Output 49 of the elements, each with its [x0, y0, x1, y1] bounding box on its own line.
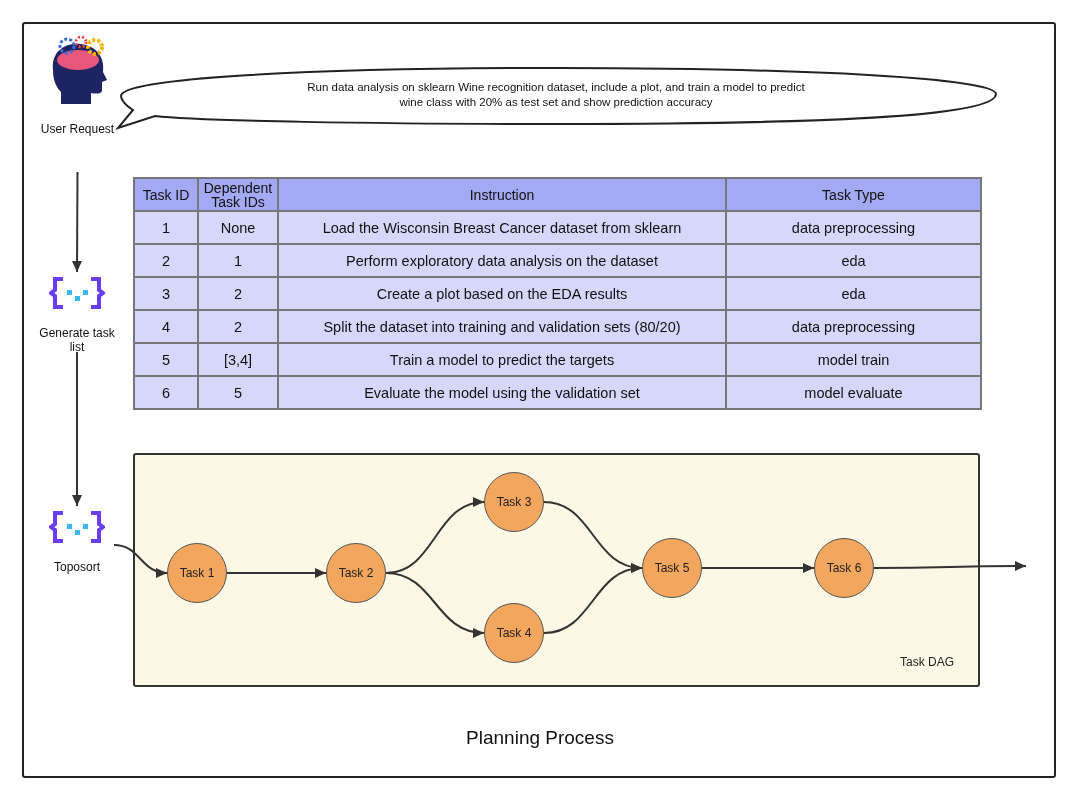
- header-cell: Instruction: [278, 178, 726, 211]
- arrow: [385, 572, 485, 637]
- table-cell: 2: [198, 310, 278, 343]
- table-cell: Perform exploratory data analysis on the dataset: [278, 244, 726, 277]
- dag-panel: [133, 453, 980, 687]
- table-cell: model train: [726, 343, 981, 376]
- table-cell: eda: [726, 277, 981, 310]
- task-circle: Task 2: [326, 543, 386, 603]
- table-cell: 3: [134, 277, 198, 310]
- table-cell: Evaluate the model using the validation set: [278, 376, 726, 409]
- table-cell: Load the Wisconsin Breast Cancer dataset from sklearn: [278, 211, 726, 244]
- table-cell: [3,4]: [198, 343, 278, 376]
- table-cell: None: [198, 211, 278, 244]
- task-circle: Task 1: [167, 543, 227, 603]
- table-cell: 5: [198, 376, 278, 409]
- header-cell: Task Type: [726, 178, 981, 211]
- caption: Planning Process: [465, 727, 615, 749]
- table-cell: 2: [134, 244, 198, 277]
- table-cell: 1: [134, 211, 198, 244]
- task-circle: Task 6: [814, 538, 874, 598]
- task-circle: Task 3: [484, 472, 544, 532]
- header-cell: Dependent Task IDs: [198, 178, 278, 211]
- arrow: [701, 563, 815, 573]
- table-cell: 6: [134, 376, 198, 409]
- table-cell: 2: [198, 277, 278, 310]
- table-cell: Create a plot based on the EDA results: [278, 277, 726, 310]
- arrow: [72, 351, 82, 507]
- panel-label: Task DAG: [900, 655, 954, 669]
- table-cell: Train a model to predict the targets: [278, 343, 726, 376]
- arrow: [113, 544, 168, 577]
- task-circle: Task 4: [484, 603, 544, 663]
- task-circle: Task 5: [642, 538, 702, 598]
- table-cell: 1: [198, 244, 278, 277]
- node-label: Toposort: [53, 560, 101, 574]
- arrow: [873, 561, 1027, 571]
- node-label: User Request: [39, 122, 116, 136]
- table-cell: eda: [726, 244, 981, 277]
- arrow: [226, 568, 327, 578]
- table-cell: 5: [134, 343, 198, 376]
- speech-bubble: Run data analysis on sklearn Wine recognition dataset, include a plot, and train a model to predict wine class with 20% as test set and show prediction accuracy: [115, 66, 997, 130]
- node-label: Generate task list: [38, 326, 116, 354]
- arrow: [543, 564, 643, 634]
- header-cell: Task ID: [134, 178, 198, 211]
- table-cell: model evaluate: [726, 376, 981, 409]
- table-cell: Split the dataset into training and validation sets (80/20): [278, 310, 726, 343]
- table-cell: 4: [134, 310, 198, 343]
- table-cell: data preprocessing: [726, 310, 981, 343]
- arrow: [72, 171, 82, 273]
- table-cell: data preprocessing: [726, 211, 981, 244]
